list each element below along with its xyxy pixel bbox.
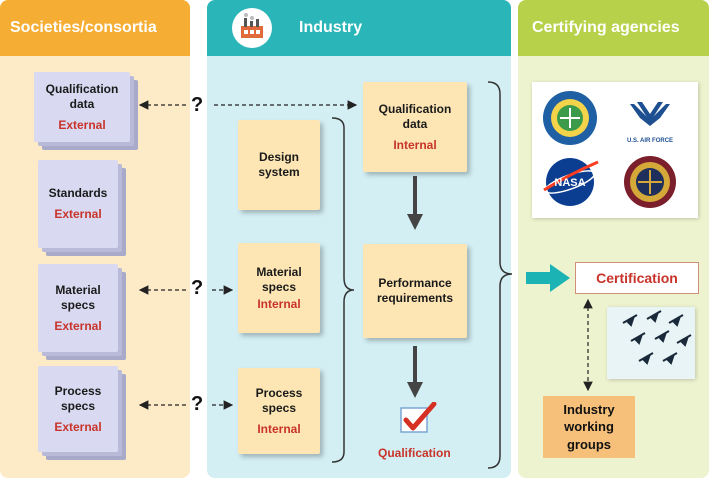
planes-card <box>607 307 695 379</box>
doc-label: Qualification data <box>378 101 452 131</box>
certification-label: Certification <box>596 270 678 286</box>
department-seal-icon <box>624 156 676 208</box>
industry-doc-qualification: Qualification data Internal <box>363 82 467 172</box>
societies-doc-process: Process specs External <box>38 366 118 452</box>
down-arrow-2 <box>407 346 423 398</box>
agency-seals-card: U.S. AIR FORCE NASA <box>532 82 698 218</box>
societies-header: Societies/consortia <box>0 0 190 56</box>
nasa-logo-icon: NASA <box>543 158 599 206</box>
working-groups-box: Industry working groups <box>543 396 635 458</box>
qualification-label: Qualification <box>378 446 451 460</box>
doc-tag: Internal <box>257 296 301 311</box>
doc-tag: External <box>54 318 102 333</box>
checkmark-icon <box>398 401 438 436</box>
societies-doc-qualification: Qualification data External <box>34 72 130 142</box>
question-mark-3: ? <box>191 393 204 415</box>
industry-title: Industry <box>299 19 363 36</box>
societies-doc-material: Material specs External <box>38 264 118 352</box>
agencies-header: Certifying agencies <box>518 0 709 56</box>
industry-doc-design: Design system <box>238 120 320 210</box>
svg-text:NASA: NASA <box>554 177 585 189</box>
doc-label: Standards <box>48 186 108 200</box>
doc-label: Design system <box>258 150 300 179</box>
doc-tag: External <box>58 117 106 132</box>
certification-box: Certification <box>575 262 699 294</box>
brace-industry-left <box>331 117 355 463</box>
agencies-title: Certifying agencies <box>532 19 680 36</box>
working-groups-label: Industry working groups <box>563 401 615 452</box>
industry-doc-performance: Performance requirements <box>363 244 467 338</box>
doc-tag: Internal <box>257 421 301 436</box>
faa-seal-icon <box>543 91 597 145</box>
industry-doc-material: Material specs Internal <box>238 243 320 333</box>
doc-tag: External <box>54 419 102 434</box>
doc-label: Process specs <box>255 385 303 415</box>
societies-title: Societies/consortia <box>10 19 157 36</box>
doc-label: Performance requirements <box>376 276 454 305</box>
doc-label: Material specs <box>55 282 101 312</box>
svg-text:U.S. AIR FORCE: U.S. AIR FORCE <box>627 138 673 144</box>
doc-label: Material specs <box>256 264 302 294</box>
question-mark-1: ? <box>191 94 204 116</box>
doc-label: Process specs <box>54 383 102 413</box>
doc-tag: External <box>54 207 102 221</box>
societies-doc-standards: Standards External <box>38 160 118 248</box>
industry-doc-process: Process specs Internal <box>238 368 320 454</box>
usaf-logo-icon: U.S. AIR FORCE <box>627 102 673 144</box>
down-arrow-1 <box>407 176 423 230</box>
factory-icon <box>232 8 272 48</box>
teal-arrow-icon <box>526 264 570 292</box>
doc-tag: Internal <box>393 137 437 152</box>
airplane-formation-icon <box>622 310 692 365</box>
question-mark-2: ? <box>191 277 204 299</box>
brace-industry-right <box>487 81 513 469</box>
doc-label: Qualification data <box>45 81 119 111</box>
